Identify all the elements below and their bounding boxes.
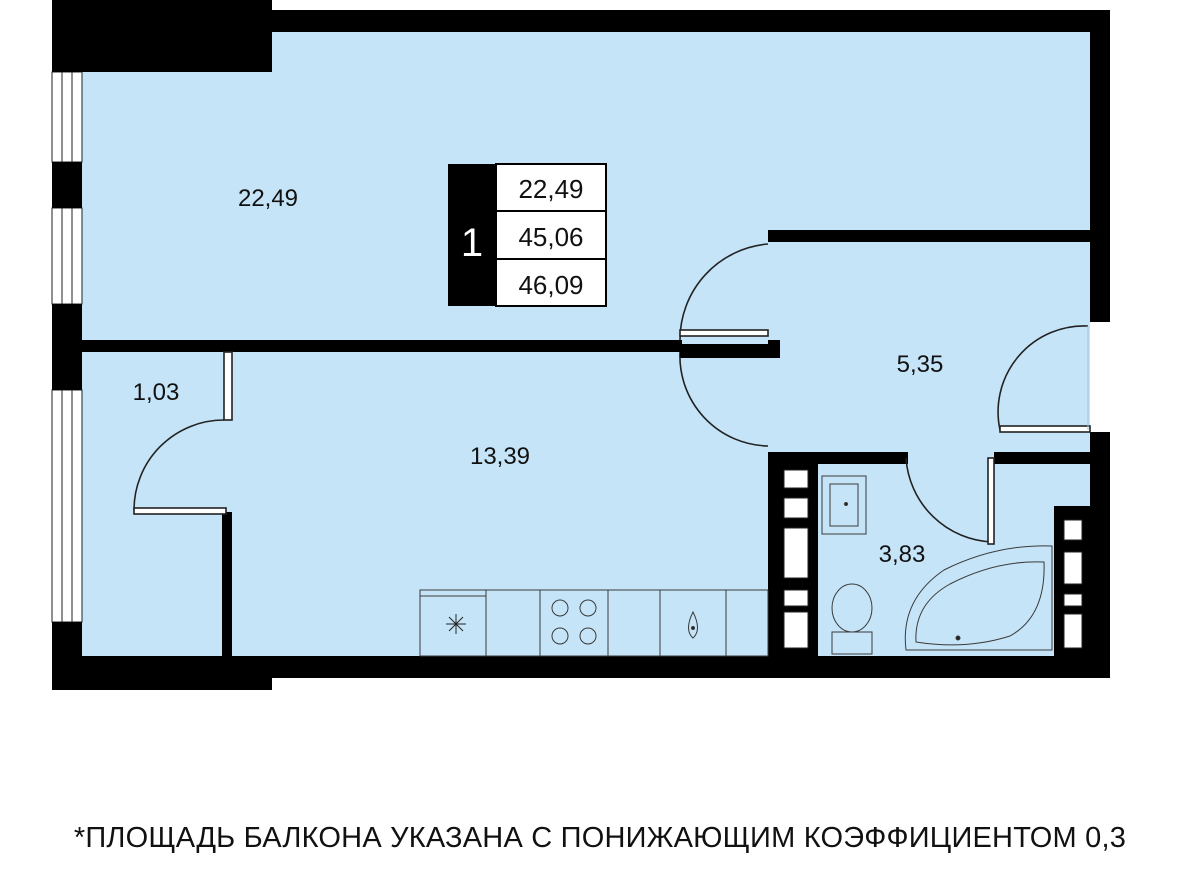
legend-room-count: 1 [461,221,483,265]
legend-total-area: 45,06 [518,222,583,252]
walls [52,0,1110,690]
wall-bath-top-left [768,452,908,464]
wall-right-lower [1090,432,1110,678]
kitchen-counter [419,589,769,657]
bathroom-floor [818,458,1090,658]
vent-shafts [783,469,1083,649]
wall-bath-top-right [994,452,1090,464]
wall-top [52,10,1110,32]
legend-living-area: 22,49 [518,174,583,204]
door-kitchen [679,351,769,447]
legend-room-count-cell [448,164,496,306]
bathroom-fixtures [821,475,1053,655]
area-legend: 1 22,49 45,06 46,09 [448,163,607,307]
fridge [419,595,487,657]
wall-left-pier-2 [52,304,82,390]
door-entrance [997,325,1089,431]
door-closet [133,419,225,511]
wall-right-upper [1090,10,1110,322]
kitchen-area: 13,39 [470,443,530,470]
door-living-room [679,243,769,341]
wall-closet-right [222,512,232,656]
bathroom-area: 3,83 [879,541,926,568]
windows [51,71,83,623]
window-3 [51,389,83,623]
door-bathroom [905,457,993,543]
toilet-icon [831,583,873,655]
window-1 [51,71,83,163]
doors [133,243,1091,545]
lower-rooms-floor [82,350,768,658]
sink-icon [688,610,698,639]
room-labels: 22,49 1,03 13,39 5,35 3,83 [133,185,944,568]
wall-left-pier-1 [52,162,82,208]
washbasin [821,475,867,535]
wall-bottom-left-pier [52,656,272,690]
hall-area: 5,35 [897,351,944,378]
legend-total-with-balcony: 46,09 [518,270,583,300]
bathtub [904,545,1053,651]
balcony-footnote: *ПЛОЩАДЬ БАЛКОНА УКАЗАНА С ПОНИЖАЮЩИМ КО… [73,822,1127,854]
floor-fills [82,32,1090,658]
window-2 [51,207,83,305]
wall-living-divider [82,340,682,352]
stove-icon [551,599,597,645]
living-room-area: 22,49 [238,185,298,212]
wall-bottom [52,656,1110,678]
closet-area: 1,03 [133,379,180,406]
hall-floor [768,240,1090,458]
snowflake-icon [446,614,466,634]
wall-hall-top [768,230,1090,242]
